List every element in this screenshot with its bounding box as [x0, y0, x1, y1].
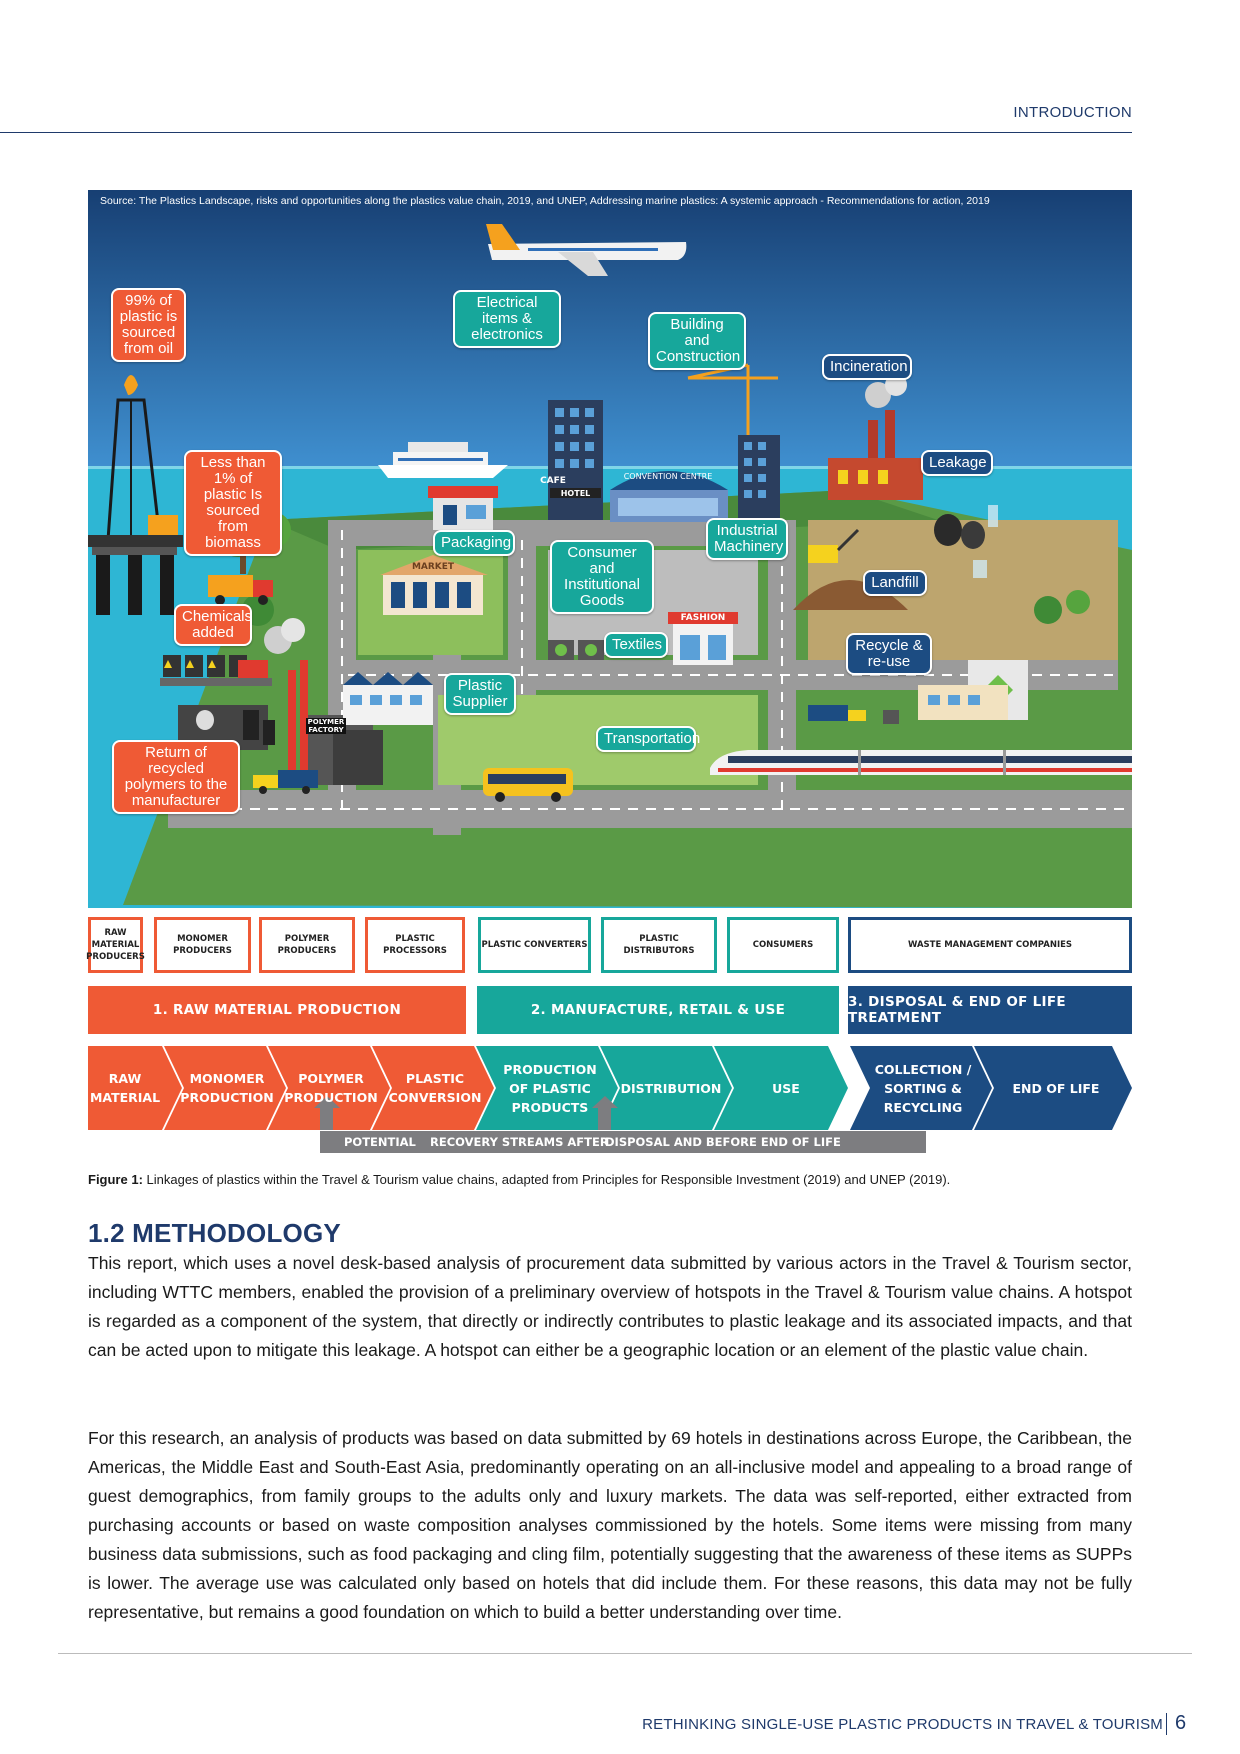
chevron-monomer-production — [164, 1046, 286, 1130]
market-sign: MARKET — [411, 562, 455, 572]
chevron-distribution — [600, 1046, 732, 1130]
cafe-building-icon — [428, 486, 498, 530]
chevron-polymer-production — [268, 1046, 390, 1130]
actor-waste-management: WASTE MANAGEMENT COMPANIES — [848, 917, 1132, 973]
callout-chemicals: Chemicals added — [174, 604, 252, 646]
stage-manufacture-retail-use: 2. MANUFACTURE, RETAIL & USE — [477, 986, 839, 1034]
callout-plastic-supplier: Plastic Supplier — [444, 673, 516, 715]
market-building-icon — [380, 555, 488, 615]
actor-raw-material-producers: RAW MATERIAL PRODUCERS — [86, 917, 145, 973]
actor-polymer-producers: POLYMER PRODUCERS — [259, 917, 355, 973]
callout-leakage: Leakage — [921, 450, 993, 476]
header-rule — [0, 132, 1132, 133]
chain-production-of-plastic-products: PRODUCTION OF PLASTIC PRODUCTS — [503, 1061, 597, 1115]
chain-collection-sorting-recycling: COLLECTION / SORTING & RECYCLING — [874, 1061, 972, 1115]
callout-recycle-reuse: Recycle & re-use — [846, 633, 932, 675]
actor-monomer-producers: MONOMER PRODUCERS — [154, 917, 251, 973]
stage-disposal-end-of-life: 3. DISPOSAL & END OF LIFE TREATMENT — [848, 986, 1132, 1034]
train-icon — [710, 750, 1132, 775]
plastics-value-chain-illustration: Source: The Plastics Landscape, risks an… — [88, 190, 1132, 908]
chain-polymer-production: POLYMER PRODUCTION — [284, 1071, 378, 1105]
chevron-production-of-products — [476, 1046, 618, 1130]
recovery-label-potential: POTENTIAL — [344, 1135, 416, 1149]
chevron-use — [714, 1046, 848, 1130]
recycling-plant-icon — [918, 660, 1028, 720]
figure-source-note: Source: The Plastics Landscape, risks an… — [100, 195, 990, 207]
chevron-raw-material — [88, 1046, 182, 1130]
section-heading: 1.2 METHODOLOGY — [88, 1218, 341, 1248]
cruise-ship-icon — [378, 442, 508, 478]
recycling-truck-icon — [253, 705, 866, 794]
recovery-arrow-middle — [592, 1096, 618, 1130]
office-tower-icon — [738, 435, 780, 520]
dump-truck-icon — [208, 575, 273, 605]
callout-landfill: Landfill — [863, 570, 927, 596]
running-header: INTRODUCTION — [1013, 104, 1132, 121]
callout-building: Building and Construction — [648, 312, 746, 370]
figure-caption-label: Figure 1: — [88, 1172, 143, 1187]
convention-centre-sign: CONVENTION CENTRE — [623, 472, 713, 481]
callout-packaging: Packaging — [433, 530, 515, 556]
chain-end-of-life: END OF LIFE — [1012, 1080, 1100, 1096]
chevron-collection-sorting — [850, 1046, 992, 1130]
figure-caption-text: Linkages of plastics within the Travel &… — [142, 1172, 951, 1187]
hotel-building-icon — [548, 400, 603, 520]
oil-rig-icon — [88, 375, 183, 615]
airplane-icon — [486, 224, 687, 276]
factory-building-icon — [343, 672, 433, 725]
actor-plastic-distributors: PLASTIC DISTRIBUTORS — [601, 917, 717, 973]
recovery-arrow-left — [314, 1096, 340, 1130]
polymer-factory-sign: POLYMER FACTORY — [306, 718, 346, 734]
page-number: 6 — [1175, 1712, 1187, 1734]
actor-plastic-converters: PLASTIC CONVERTERS — [478, 917, 591, 973]
callout-textiles: Textiles — [604, 632, 668, 658]
callout-oil: 99% of plastic is sourced from oil — [111, 288, 186, 362]
footer-title: RETHINKING SINGLE-USE PLASTIC PRODUCTS I… — [642, 1716, 1163, 1733]
callout-industrial-machinery: Industrial Machinery — [706, 518, 788, 560]
recycle-bin-icon — [548, 640, 899, 724]
chevron-plastic-conversion — [372, 1046, 494, 1130]
cafe-sign: CAFE — [540, 476, 566, 486]
chain-raw-material: RAW MATERIAL — [89, 1071, 161, 1105]
incinerator-icon — [828, 374, 923, 500]
chevron-end-of-life — [974, 1046, 1132, 1130]
bus-icon — [483, 768, 573, 802]
callout-biomass: Less than 1% of plastic Is sourced from … — [184, 450, 282, 556]
recovery-label-disposal: DISPOSAL AND BEFORE END OF LIFE — [605, 1135, 841, 1149]
callout-incineration: Incineration — [822, 354, 912, 380]
stage-raw-material-production: 1. RAW MATERIAL PRODUCTION — [88, 986, 466, 1034]
callout-electrical: Electrical items & electronics — [453, 290, 561, 348]
footer-rule — [58, 1653, 1192, 1654]
value-chain-arrows — [88, 1046, 1132, 1130]
fashion-shop-icon — [668, 612, 738, 665]
garbage-bag-icon — [934, 505, 998, 578]
fashion-sign: FASHION — [680, 613, 726, 623]
footer-separator — [1166, 1713, 1167, 1735]
figure-caption: Figure 1: Linkages of plastics within th… — [88, 1172, 950, 1187]
polymer-factory-icon — [178, 618, 383, 785]
chemical-barrels-icon — [160, 655, 272, 686]
chain-plastic-conversion: PLASTIC CONVERSION — [388, 1071, 482, 1105]
callout-consumer-goods: Consumer and Institutional Goods — [550, 540, 654, 614]
callout-transportation: Transportation — [596, 726, 700, 752]
callout-return-recycled: Return of recycled polymers to the manuf… — [112, 740, 240, 814]
chain-distribution: DISTRIBUTION — [620, 1080, 722, 1096]
chain-monomer-production: MONOMER PRODUCTION — [180, 1071, 274, 1105]
chain-use: USE — [772, 1080, 800, 1096]
actor-consumers: CONSUMERS — [727, 917, 839, 973]
paragraph-1: This report, which uses a novel desk-bas… — [88, 1253, 1132, 1360]
hotel-sign: HOTEL — [560, 489, 591, 498]
convention-centre-icon — [610, 471, 728, 522]
landfill-icon — [793, 528, 908, 610]
recovery-label-streams-after: RECOVERY STREAMS AFTER — [430, 1135, 609, 1149]
recovery-streams-bar: POTENTIAL RECOVERY STREAMS AFTER DISPOSA… — [320, 1131, 926, 1153]
actor-plastic-processors: PLASTIC PROCESSORS — [365, 917, 465, 973]
paragraph-2: For this research, an analysis of produc… — [88, 1428, 1132, 1622]
